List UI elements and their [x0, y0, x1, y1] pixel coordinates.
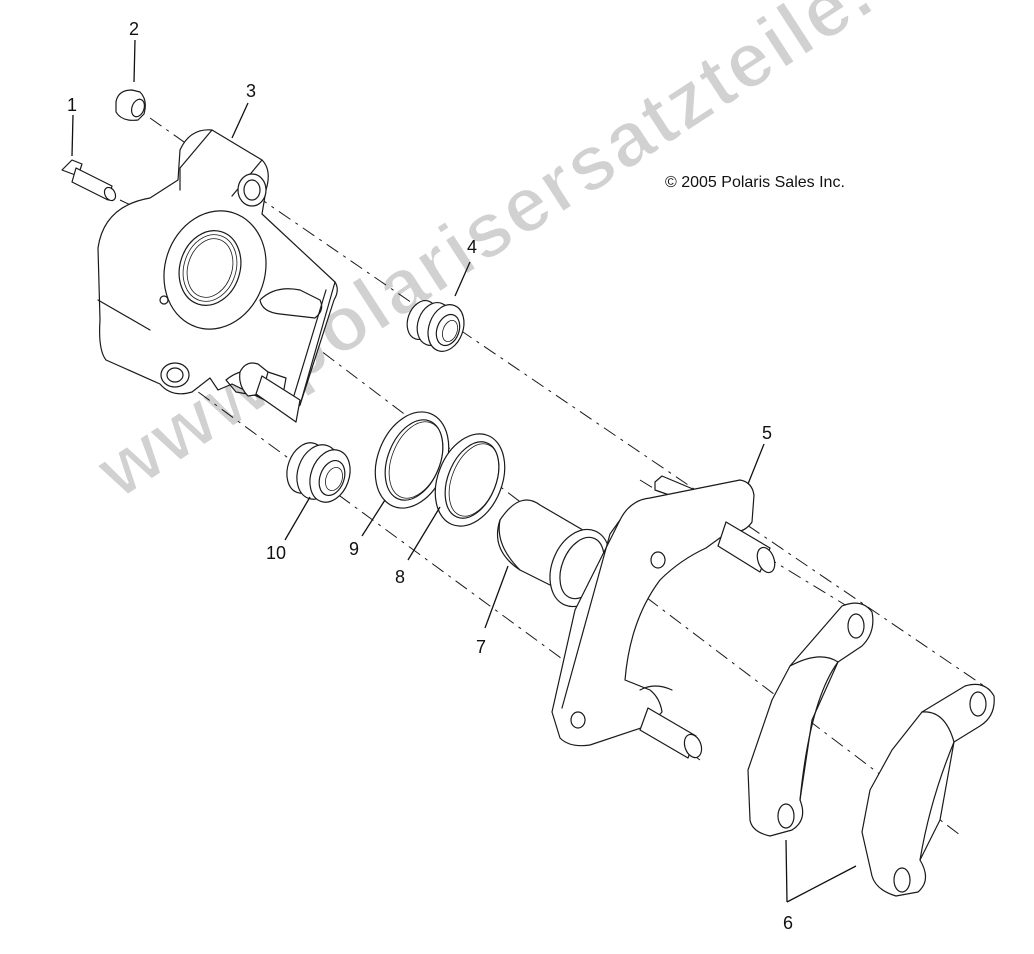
part-2-cap: [115, 89, 146, 121]
callout-4: 4: [467, 237, 478, 257]
part-4-boot: [406, 300, 465, 352]
callout-3: 3: [246, 81, 257, 101]
part-8-seal-ring: [434, 433, 506, 527]
part-1-bleeder-screw: [61, 159, 117, 202]
callout-7: 7: [476, 637, 487, 657]
copyright-notice: © 2005 Polaris Sales Inc.: [665, 174, 845, 191]
part-5-bracket: [551, 475, 776, 759]
part-3-caliper-body: [97, 129, 338, 412]
callout-9: 9: [349, 539, 360, 559]
callout-8: 8: [395, 567, 406, 587]
callout-5: 5: [762, 423, 773, 443]
part-10-pin-boot: [239, 362, 351, 503]
callout-10: 10: [266, 543, 287, 563]
part-6-brake-pads: [747, 602, 995, 897]
callout-6: 6: [783, 913, 794, 933]
part-9-seal-ring: [374, 411, 450, 509]
callout-2: 2: [129, 19, 140, 39]
leader-lines: [71, 39, 857, 903]
callout-1: 1: [67, 95, 78, 115]
